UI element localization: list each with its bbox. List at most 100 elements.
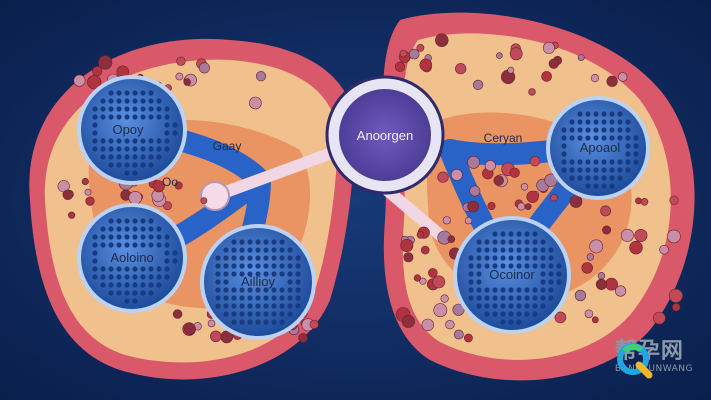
lobule-dot xyxy=(231,311,237,317)
lobule-dot xyxy=(556,271,562,277)
lobule-dot xyxy=(625,135,631,141)
cell xyxy=(416,44,425,52)
cell xyxy=(629,240,643,255)
lobule-dot xyxy=(508,295,514,301)
cell xyxy=(467,200,479,213)
lobule-dot xyxy=(148,138,154,144)
lobule-dot xyxy=(116,162,122,168)
lobule-dot xyxy=(500,311,506,317)
lobule-dot xyxy=(132,282,138,288)
lobule-dot xyxy=(516,231,522,237)
cell xyxy=(73,74,86,87)
cell xyxy=(172,309,183,319)
lobule-dot xyxy=(492,239,498,245)
lobule-dot xyxy=(156,154,162,160)
lobule-dot xyxy=(476,239,482,245)
lobule-dot xyxy=(156,226,162,232)
lobule-dot xyxy=(100,114,106,120)
lobule-dot xyxy=(92,146,98,152)
lobule-dot xyxy=(124,146,130,152)
cell xyxy=(617,72,628,82)
lobule-dot xyxy=(287,263,293,269)
lobule-dot xyxy=(223,255,229,261)
lobule-dot xyxy=(124,90,130,96)
cell xyxy=(586,253,595,261)
lobule-dot xyxy=(132,218,138,224)
lobule-dot xyxy=(601,183,607,189)
lobule-dot xyxy=(593,135,599,141)
cell xyxy=(455,63,467,75)
lobule-dot xyxy=(124,170,130,176)
lobule-dot xyxy=(271,271,277,277)
cell xyxy=(667,229,681,244)
lobule-dot xyxy=(247,287,253,293)
cell xyxy=(419,58,433,72)
lobule-dot xyxy=(532,231,538,237)
lobule-dot xyxy=(532,263,538,269)
cell xyxy=(584,309,594,319)
lobule-dot xyxy=(255,247,261,253)
lobule-dot xyxy=(524,231,530,237)
cell xyxy=(445,319,455,330)
lobule-dot xyxy=(231,247,237,253)
lobule-dot xyxy=(92,234,98,240)
lobule-dot xyxy=(148,226,154,232)
lobule-dot xyxy=(508,247,514,253)
lobule-dot xyxy=(287,271,293,277)
cell xyxy=(309,319,319,330)
cell xyxy=(442,216,451,225)
lobule-dot xyxy=(239,287,245,293)
lobule-dot xyxy=(108,98,114,104)
lobule-dot xyxy=(263,271,269,277)
lobule-dot xyxy=(585,175,591,181)
lobule-dot xyxy=(540,239,546,245)
lobule-dot xyxy=(164,274,170,280)
cell xyxy=(669,195,679,205)
lobule-dot xyxy=(625,143,631,149)
cell xyxy=(526,190,539,203)
lobule-dot xyxy=(255,271,261,277)
lobule-dot xyxy=(156,146,162,152)
lobule-dot xyxy=(140,98,146,104)
lobule-dot xyxy=(263,255,269,261)
lobule-dot xyxy=(215,271,221,277)
cell xyxy=(469,185,481,197)
lobule-dot xyxy=(569,127,575,133)
lobule-dot xyxy=(548,255,554,261)
lobule-dot xyxy=(164,130,170,136)
lobule-dot xyxy=(263,247,269,253)
lobule-dot xyxy=(625,127,631,133)
lobule-dot xyxy=(524,295,530,301)
cell xyxy=(493,175,504,186)
lobule-dot xyxy=(468,279,474,285)
lobule-dot xyxy=(561,135,567,141)
lobule-dot xyxy=(156,266,162,272)
lobule-dot xyxy=(609,119,615,125)
cell xyxy=(614,285,627,297)
lobule-dot xyxy=(124,290,130,296)
lobule-dot xyxy=(231,239,237,245)
lobule-dot xyxy=(148,242,154,248)
cell xyxy=(413,274,422,282)
cell xyxy=(174,181,183,190)
lobule-dot xyxy=(263,287,269,293)
lobule-dot xyxy=(100,282,106,288)
lobule-dot xyxy=(532,247,538,253)
lobule-dot xyxy=(540,287,546,293)
lobule-dot xyxy=(124,298,130,304)
lobule-dot xyxy=(601,127,607,133)
lobule-dot xyxy=(601,111,607,117)
lobule-dot xyxy=(540,303,546,309)
lobule-dot xyxy=(295,295,301,301)
cell xyxy=(84,188,92,196)
lobule-dot xyxy=(116,290,122,296)
lobule-dot xyxy=(223,247,229,253)
lobule-dot xyxy=(172,122,178,128)
lobule-dot xyxy=(287,255,293,261)
lobule-dot xyxy=(492,255,498,261)
lobule-dot xyxy=(116,218,122,224)
lobule-dot xyxy=(617,127,623,133)
lobule-dot xyxy=(156,98,162,104)
lobule-dot xyxy=(231,287,237,293)
